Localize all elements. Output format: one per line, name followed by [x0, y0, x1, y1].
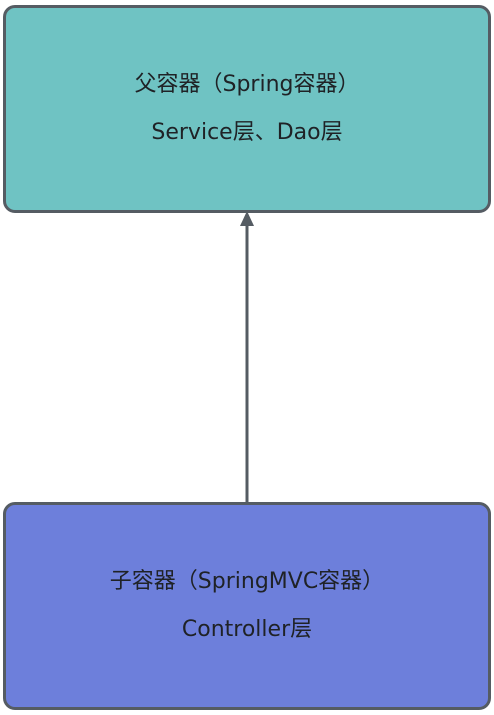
- parent-container-node: 父容器（Spring容器） Service层、Dao层: [3, 5, 491, 213]
- child-container-title: 子容器（SpringMVC容器）: [109, 569, 385, 594]
- child-container-layers: Controller层: [181, 617, 313, 642]
- arrow-head: [240, 211, 254, 226]
- parent-container-layers: Service层、Dao层: [151, 120, 343, 145]
- parent-container-title: 父容器（Spring容器）: [134, 72, 360, 97]
- child-container-node: 子容器（SpringMVC容器） Controller层: [3, 502, 491, 710]
